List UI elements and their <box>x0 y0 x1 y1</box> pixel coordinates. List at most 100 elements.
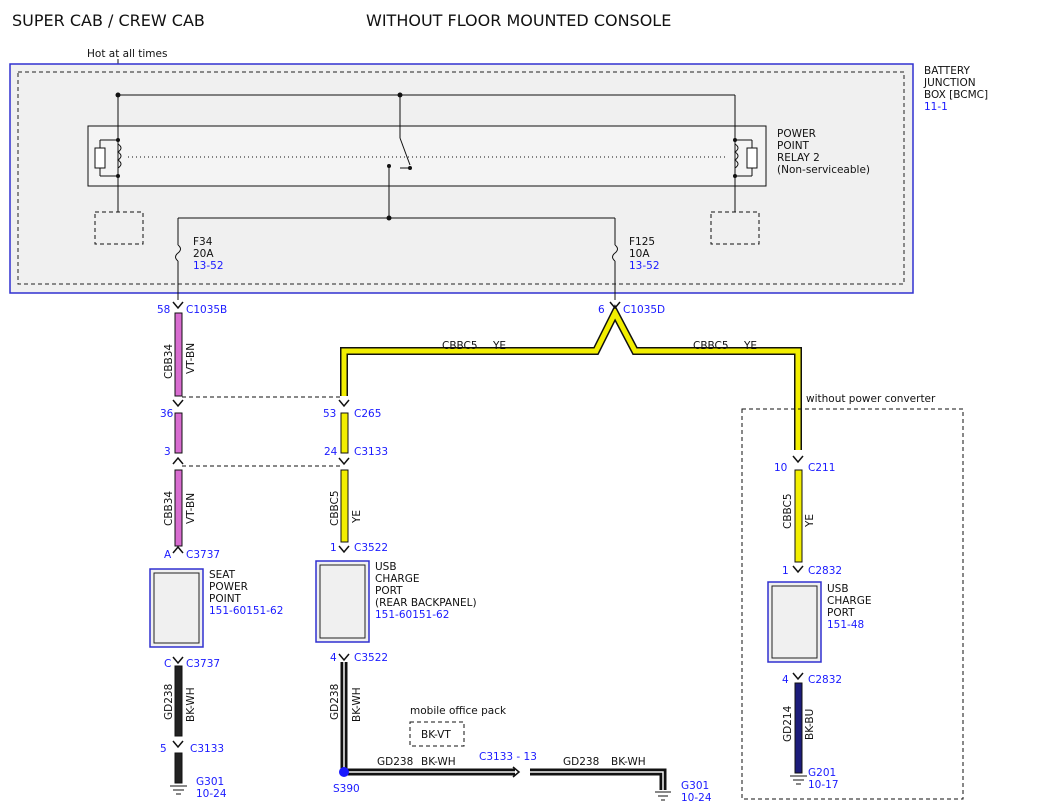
connector-c3522-4[interactable]: C3522 <box>354 652 388 664</box>
connector-c211[interactable]: C211 <box>808 462 835 474</box>
wire-color-bkwh-mid: BK-WH <box>351 687 363 722</box>
junction-dot <box>733 138 737 142</box>
wire-circuit-cbb34-upper: CBB34 <box>163 344 175 379</box>
connector-dashed-links <box>182 396 341 467</box>
wire-color-bkwh-left: BK-WH <box>185 687 197 722</box>
ground-g301-left[interactable]: G301 <box>196 776 224 788</box>
usb-rear-line-4: (REAR BACKPANEL) <box>375 597 477 609</box>
junction-dot <box>733 174 737 178</box>
pin-6: 6 <box>598 304 605 316</box>
relay-name-line-1: POWER <box>777 128 816 140</box>
splice-s390-dot <box>339 767 349 777</box>
pin-4-c3522: 4 <box>330 652 337 664</box>
pin-1-c2832: 1 <box>782 565 789 577</box>
connector-c1035d[interactable]: C1035D <box>623 304 665 316</box>
wire-circuit-cbbc5-right: CBBC5 <box>782 493 794 529</box>
connector-c3737-c[interactable]: C3737 <box>186 658 220 670</box>
connector-chevrons <box>172 301 804 778</box>
fuse-f34-rating: 20A <box>193 248 214 260</box>
bjb-name-line-2: JUNCTION <box>923 77 976 89</box>
usb-right-line-2: CHARGE <box>827 595 871 607</box>
wire-color-ye-right-h: YE <box>743 340 757 352</box>
connector-c3522-1[interactable]: C3522 <box>354 542 388 554</box>
wire-circuit-gd238-h1: GD238 <box>377 756 413 768</box>
seat-power-point-line-3: POINT <box>209 593 242 605</box>
center-title: WITHOUT FLOOR MOUNTED CONSOLE <box>366 11 671 30</box>
usb-rear-line-1: USB <box>375 561 397 573</box>
without-power-converter-label: without power converter <box>806 393 936 405</box>
mobile-office-pack-wire-color: BK-VT <box>421 729 451 741</box>
bjb-name-line-1: BATTERY <box>924 65 970 77</box>
connector-c2832-4[interactable]: C2832 <box>808 674 842 686</box>
pin-a: A <box>164 549 172 561</box>
bjb-name-line-3: BOX [BCMC] <box>924 89 988 101</box>
splice-s390[interactable]: S390 <box>333 783 360 795</box>
wire-circuit-gd214: GD214 <box>782 705 794 742</box>
fuse-f34-ref-link[interactable]: 13-52 <box>193 260 224 272</box>
junction-dot <box>386 215 392 221</box>
connector-c3737-a[interactable]: C3737 <box>186 549 220 561</box>
wire-color-vtbn-lower: VT-BN <box>185 493 197 524</box>
pin-3: 3 <box>164 446 171 458</box>
wire-circuit-gd238-left: GD238 <box>163 684 175 720</box>
wire-cbb34 <box>174 312 183 547</box>
pin-36: 36 <box>160 408 174 420</box>
ground-g201[interactable]: G201 <box>808 767 836 779</box>
wire-color-ye-right: YE <box>804 514 816 528</box>
pin-10: 10 <box>774 462 787 474</box>
connector-c3133-13[interactable]: C3133 - 13 <box>479 751 537 763</box>
bjb-ref-link[interactable]: 11-1 <box>924 101 948 113</box>
left-title: SUPER CAB / CREW CAB <box>12 11 205 30</box>
wire-circuit-cbbc5-mid: CBBC5 <box>329 490 341 526</box>
without-power-converter-box <box>741 408 964 800</box>
hot-at-all-times-label: Hot at all times <box>87 48 167 60</box>
junction-dot <box>116 138 120 142</box>
usb-right-line-1: USB <box>827 583 849 595</box>
junction-dot <box>116 174 120 178</box>
connector-c2832-1[interactable]: C2832 <box>808 565 842 577</box>
ground-g301-mid[interactable]: G301 <box>681 780 709 792</box>
usb-rear-ref-link[interactable]: 151-60151-62 <box>375 609 449 621</box>
connector-c3133[interactable]: C3133 <box>354 446 388 458</box>
seat-power-point-line-1: SEAT <box>209 569 236 581</box>
wire-color-bkwh-h2: BK-WH <box>611 756 646 768</box>
ground-g301-mid-ref[interactable]: 10-24 <box>681 792 712 804</box>
fuse-f125-id: F125 <box>629 236 655 248</box>
seat-power-point-line-2: POWER <box>209 581 248 593</box>
ground-symbols <box>170 775 807 801</box>
junction-dot <box>397 92 403 98</box>
relay-name-line-4: (Non-serviceable) <box>777 164 870 176</box>
seat-power-point <box>149 568 204 648</box>
wire-circuit-gd238-h2: GD238 <box>563 756 599 768</box>
connector-c265[interactable]: C265 <box>354 408 381 420</box>
pin-c: C <box>164 658 171 670</box>
power-point-relay <box>87 94 767 300</box>
mobile-office-pack-label: mobile office pack <box>410 705 507 717</box>
fuse-f125-rating: 10A <box>629 248 650 260</box>
wire-color-ye-mid: YE <box>351 510 363 524</box>
wire-color-bkwh-h1: BK-WH <box>421 756 456 768</box>
connector-c3133-5[interactable]: C3133 <box>190 743 224 755</box>
relay-name-line-3: RELAY 2 <box>777 152 820 164</box>
wire-circuit-cbb34-lower: CBB34 <box>163 491 175 526</box>
fuse-f34-id: F34 <box>193 236 213 248</box>
wire-color-bkbu: BK-BU <box>804 709 816 740</box>
wire-circuit-gd238-mid: GD238 <box>329 684 341 720</box>
fuse-f125-ref-link[interactable]: 13-52 <box>629 260 660 272</box>
wire-gd238 <box>174 662 667 790</box>
connector-c1035b[interactable]: C1035B <box>186 304 227 316</box>
pin-4-c2832: 4 <box>782 674 789 686</box>
usb-charge-port-right <box>767 581 822 663</box>
wire-gd214 <box>794 682 803 774</box>
pin-1-c3522: 1 <box>330 542 337 554</box>
usb-right-ref-link[interactable]: 151-48 <box>827 619 864 631</box>
usb-rear-line-3: PORT <box>375 585 403 597</box>
usb-charge-port-rear <box>315 560 370 643</box>
wire-circuit-cbbc5-left-h: CBBC5 <box>442 340 478 352</box>
usb-rear-line-2: CHARGE <box>375 573 419 585</box>
pin-58: 58 <box>157 304 170 316</box>
ground-g301-left-ref[interactable]: 10-24 <box>196 788 227 800</box>
seat-power-point-ref-link[interactable]: 151-60151-62 <box>209 605 283 617</box>
ground-g201-ref[interactable]: 10-17 <box>808 779 839 791</box>
